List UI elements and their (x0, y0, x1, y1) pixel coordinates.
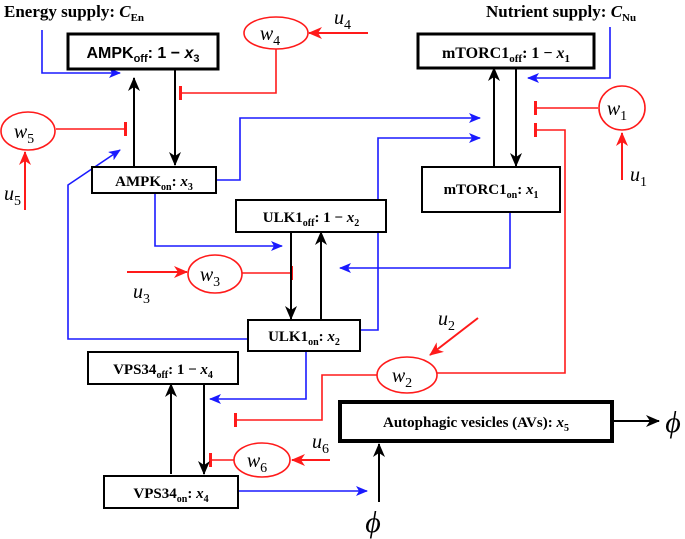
node-ulk1-on: ULK1on: x2 (247, 319, 361, 352)
edge-mtorc1-to-ulk1 (339, 212, 511, 273)
control-w6: w6 (233, 442, 291, 478)
input-u2-label: u2 (438, 308, 455, 334)
input-u5-label: u5 (4, 183, 21, 209)
svg-text:AMPKon: x3: AMPKon: x3 (115, 174, 193, 193)
edge-ampk-to-mtorc1 (216, 113, 481, 181)
control-w4: w4 (243, 16, 309, 50)
transition-arrows (128, 67, 660, 502)
emptyset-source-symbol: ϕ (365, 506, 381, 539)
edge-w2-inhibits-vps34 (234, 374, 378, 427)
input-u4-label: u4 (334, 7, 351, 33)
edge-ampk-to-ulk1 (154, 192, 283, 251)
svg-text:w3: w3 (200, 264, 220, 290)
svg-text:w1: w1 (607, 98, 627, 124)
control-w3: w3 (187, 254, 243, 294)
control-w5: w5 (0, 111, 56, 151)
arrow-u2 (429, 317, 479, 356)
node-autophagic-vesicles: Autophagic vesicles (AVs): x5 (338, 400, 614, 443)
svg-text:w2: w2 (392, 365, 412, 391)
svg-text:Autophagic vesicles (AVs): x5: Autophagic vesicles (AVs): x5 (383, 415, 569, 434)
edge-ulk1-to-vps34 (209, 350, 307, 404)
activation-edges (41, 27, 611, 496)
control-w1: w1 (598, 85, 646, 131)
svg-text:mTORC1on: x1: mTORC1on: x1 (444, 182, 539, 201)
node-ampk-on: AMPKon: x3 (91, 166, 217, 194)
emptyset-sink-symbol: ϕ (665, 406, 681, 439)
input-arrows (19, 27, 628, 466)
svg-text:w5: w5 (14, 121, 34, 147)
edge-energy-to-ampk (41, 30, 121, 78)
node-vps34-on: VPS34on: x4 (103, 475, 239, 509)
input-u1-label: u1 (630, 164, 647, 190)
inhibition-edges (56, 48, 598, 467)
svg-text:VPS34off: 1 − x4: VPS34off: 1 − x4 (113, 362, 213, 381)
node-ulk1-off: ULK1off: 1 − x2 (235, 199, 387, 233)
edge-nutrient-to-mtorc1 (527, 27, 611, 83)
svg-text:mTORC1off: 1 − x1: mTORC1off: 1 − x1 (442, 45, 570, 65)
svg-text:w4: w4 (260, 23, 280, 49)
input-u3-label: u3 (133, 281, 150, 307)
control-w2: w2 (376, 356, 438, 394)
svg-text:ULK1on: x2: ULK1on: x2 (268, 329, 340, 348)
edge-ulk1-to-mtorc1 (360, 133, 481, 331)
edge-w4-inhibits-ampk (179, 48, 277, 100)
input-u6-label: u6 (312, 431, 329, 457)
energy-supply-label: Energy supply: CEn (4, 2, 144, 24)
nutrient-supply-label: Nutrient supply: CNu (486, 2, 636, 24)
svg-text:AMPKoff: 1 − x3: AMPKoff: 1 − x3 (86, 45, 199, 65)
svg-text:w6: w6 (247, 450, 267, 476)
svg-text:VPS34on: x4: VPS34on: x4 (133, 486, 208, 505)
node-vps34-off: VPS34off: 1 − x4 (87, 351, 239, 385)
node-mtorc1-on: mTORC1on: x1 (421, 166, 561, 213)
svg-text:ULK1off: 1 − x2: ULK1off: 1 − x2 (263, 210, 359, 229)
node-mtorc1-off: mTORC1off: 1 − x1 (416, 32, 596, 70)
edge-w2-inhibits-mtorc1 (437, 123, 566, 374)
node-ampk-off: AMPKoff: 1 − x3 (66, 32, 220, 71)
